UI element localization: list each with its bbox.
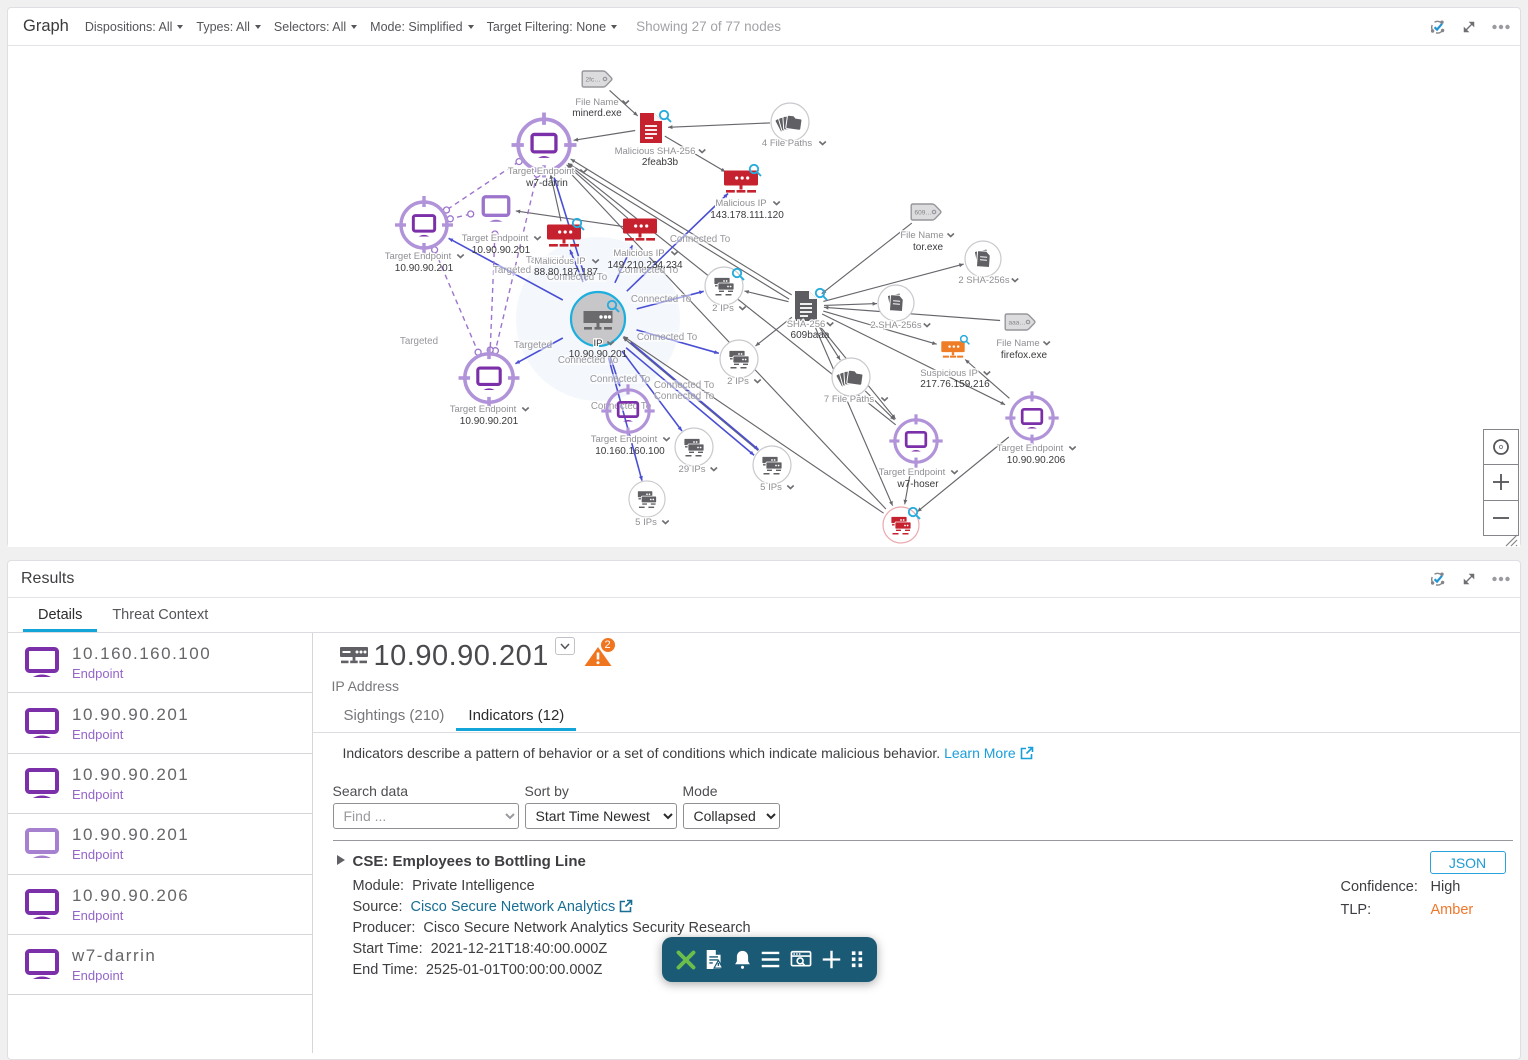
svg-text:firefox.exe: firefox.exe <box>1001 350 1048 361</box>
svg-text:w7-darrin: w7-darrin <box>525 178 568 189</box>
svg-text:10.90.90.206: 10.90.90.206 <box>1007 455 1066 466</box>
svg-text:IP: IP <box>594 338 603 349</box>
svg-text:File Name: File Name <box>900 230 943 241</box>
svg-text:2 IPs: 2 IPs <box>727 376 749 387</box>
svg-text:Target Endpoint: Target Endpoint <box>591 434 658 445</box>
svg-text:7 File Paths: 7 File Paths <box>824 394 874 405</box>
svg-text:Targeted: Targeted <box>514 340 552 351</box>
svg-text:217.76.159.216: 217.76.159.216 <box>920 379 990 390</box>
svg-text:Suspicious IP: Suspicious IP <box>920 368 978 379</box>
svg-text:10.90.90.201: 10.90.90.201 <box>569 349 628 360</box>
svg-text:10.90.90.201: 10.90.90.201 <box>472 245 531 256</box>
svg-text:Target Endpoint: Target Endpoint <box>997 443 1064 454</box>
svg-text:143.178.111.120: 143.178.111.120 <box>710 210 784 221</box>
svg-text:609…: 609… <box>915 210 932 217</box>
svg-text:Target Endpoint: Target Endpoint <box>450 404 517 415</box>
svg-text:Connected To: Connected To <box>590 374 651 385</box>
svg-text:10.90.90.201: 10.90.90.201 <box>460 416 519 427</box>
svg-text:minerd.exe: minerd.exe <box>572 108 622 119</box>
svg-text:2 SHA-256s: 2 SHA-256s <box>958 275 1009 286</box>
svg-text:Connected To: Connected To <box>637 332 698 343</box>
svg-text:Target Endpoint: Target Endpoint <box>879 467 946 478</box>
svg-text:File Name: File Name <box>996 338 1039 349</box>
svg-text:SHA-256: SHA-256 <box>787 319 826 330</box>
svg-text:88.80.187.187: 88.80.187.187 <box>534 267 598 278</box>
svg-text:Malicious IP: Malicious IP <box>715 198 766 209</box>
svg-text:2 SHA-256s: 2 SHA-256s <box>870 320 921 331</box>
svg-text:609baaa: 609baaa <box>791 330 830 341</box>
svg-text:Targeted: Targeted <box>400 336 438 347</box>
svg-text:149.210.234.234: 149.210.234.234 <box>607 260 683 271</box>
svg-text:Connected To: Connected To <box>670 234 731 245</box>
svg-text:Connected To: Connected To <box>654 380 715 391</box>
svg-text:aaa…: aaa… <box>1009 320 1026 327</box>
svg-text:2fc…: 2fc… <box>586 77 601 84</box>
svg-text:Malicious IP: Malicious IP <box>534 256 585 267</box>
svg-text:2feab3b: 2feab3b <box>642 157 679 168</box>
svg-text:Target Endpoint: Target Endpoint <box>462 233 529 244</box>
svg-text:2 IPs: 2 IPs <box>712 303 734 314</box>
svg-text:Target Endpoint: Target Endpoint <box>385 251 452 262</box>
svg-text:5 IPs: 5 IPs <box>635 517 657 528</box>
svg-text:tor.exe: tor.exe <box>913 242 943 253</box>
svg-text:Target Endpoint: Target Endpoint <box>508 166 575 177</box>
svg-text:29 IPs: 29 IPs <box>679 464 706 475</box>
svg-text:10.160.160.100: 10.160.160.100 <box>595 446 665 457</box>
svg-text:4 File Paths: 4 File Paths <box>762 138 812 149</box>
svg-text:Targeted: Targeted <box>493 265 531 276</box>
svg-text:w7-hoser: w7-hoser <box>896 479 939 490</box>
svg-text:5 IPs: 5 IPs <box>760 482 782 493</box>
svg-text:Malicious IP: Malicious IP <box>613 248 664 259</box>
svg-text:Connected To: Connected To <box>631 294 692 305</box>
svg-text:Connected To: Connected To <box>654 391 715 402</box>
svg-text:10.90.90.201: 10.90.90.201 <box>395 263 454 274</box>
svg-text:Malicious SHA-256: Malicious SHA-256 <box>615 146 696 157</box>
svg-text:File Name: File Name <box>575 97 618 108</box>
